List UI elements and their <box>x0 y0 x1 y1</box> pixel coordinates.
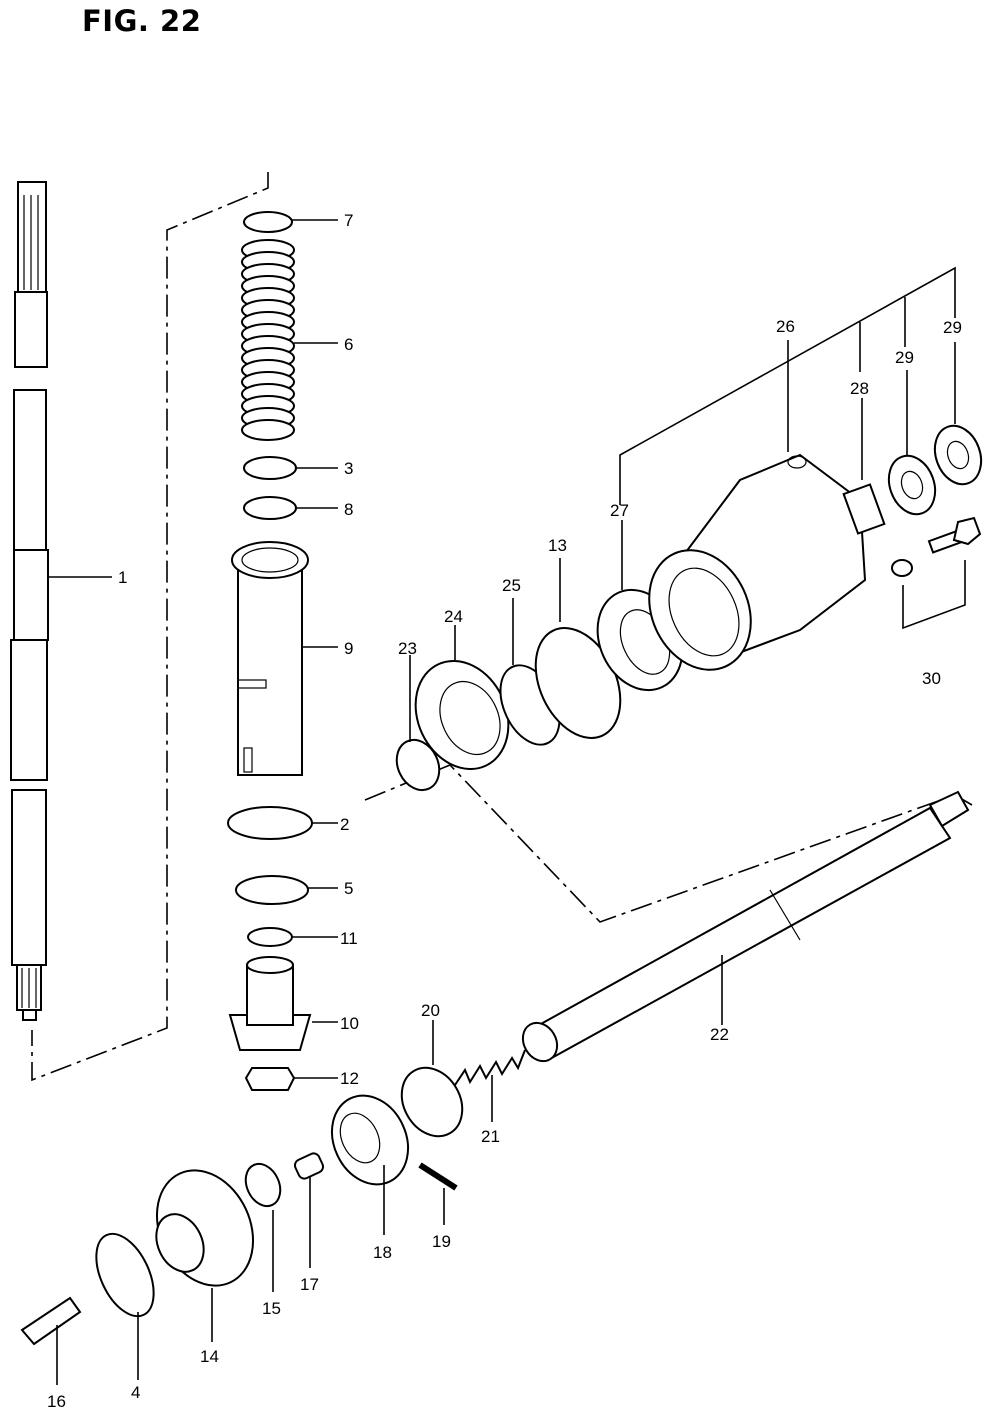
callout-24: 24 <box>444 607 463 626</box>
figure-title: FIG. 22 <box>82 4 202 38</box>
callout-21: 21 <box>481 1127 500 1146</box>
callout-15: 15 <box>262 1299 281 1318</box>
callout-27: 27 <box>610 501 629 520</box>
part-16-pin <box>20 1296 82 1346</box>
callout-18: 18 <box>373 1243 392 1262</box>
callout-14: 14 <box>200 1347 219 1366</box>
callout-23: 23 <box>398 639 417 658</box>
callout-8: 8 <box>344 500 353 519</box>
part-24-bevel-gear <box>414 659 510 771</box>
part-19-pin <box>418 1162 458 1191</box>
callout-28: 28 <box>850 379 869 398</box>
part-4-shim <box>95 1232 155 1318</box>
part-14-forward-gear <box>155 1169 255 1287</box>
callout-9: 9 <box>344 639 353 658</box>
part-10-pinion-gear <box>228 956 312 1051</box>
callout-5: 5 <box>344 879 353 898</box>
part-26-bearing-housing <box>648 453 867 671</box>
callout-17: 17 <box>300 1275 319 1294</box>
part-1-drive-shaft <box>10 181 49 1021</box>
bracket-30 <box>902 560 966 630</box>
callout-6: 6 <box>344 335 353 354</box>
part-30-bolt-washer <box>891 516 982 577</box>
part-17-shifter <box>293 1152 325 1180</box>
callout-1: 1 <box>118 568 127 587</box>
callout-12: 12 <box>340 1069 359 1088</box>
callout-29b: 29 <box>943 318 962 337</box>
part-7-ring <box>243 211 293 233</box>
callout-13: 13 <box>548 536 567 555</box>
part-28-needle-bearing <box>842 483 886 535</box>
callout-7: 7 <box>344 211 353 230</box>
callout-29a: 29 <box>895 348 914 367</box>
part-9-sleeve <box>231 541 309 776</box>
callout-10: 10 <box>340 1014 359 1033</box>
callout-2: 2 <box>340 815 349 834</box>
group-boundary-left <box>31 172 269 1082</box>
part-3-washer <box>243 456 297 480</box>
part-29-seal-a <box>887 454 937 516</box>
callout-26: 26 <box>776 317 795 336</box>
part-6-spring <box>241 239 295 441</box>
callout-20: 20 <box>421 1001 440 1020</box>
part-23-ring <box>395 738 441 792</box>
part-29-seal-b <box>933 424 983 486</box>
callout-16: 16 <box>47 1392 66 1411</box>
callout-11: 11 <box>340 929 358 948</box>
part-5-circlip <box>235 875 309 905</box>
part-22-propeller-shaft <box>521 790 970 1063</box>
callout-22: 22 <box>710 1025 729 1044</box>
part-2-plate <box>227 806 313 840</box>
part-12-nut <box>244 1067 296 1091</box>
part-21-spring <box>454 1049 526 1086</box>
part-20-ring <box>400 1066 464 1138</box>
callout-30: 30 <box>922 669 941 688</box>
callout-4: 4 <box>131 1383 140 1402</box>
part-15-washer <box>244 1162 282 1208</box>
callout-19: 19 <box>432 1232 451 1251</box>
callout-25: 25 <box>502 576 521 595</box>
part-18-clutch <box>331 1094 409 1186</box>
part-8-clip <box>243 496 297 520</box>
part-11-washer <box>247 927 293 947</box>
callout-3: 3 <box>344 459 353 478</box>
